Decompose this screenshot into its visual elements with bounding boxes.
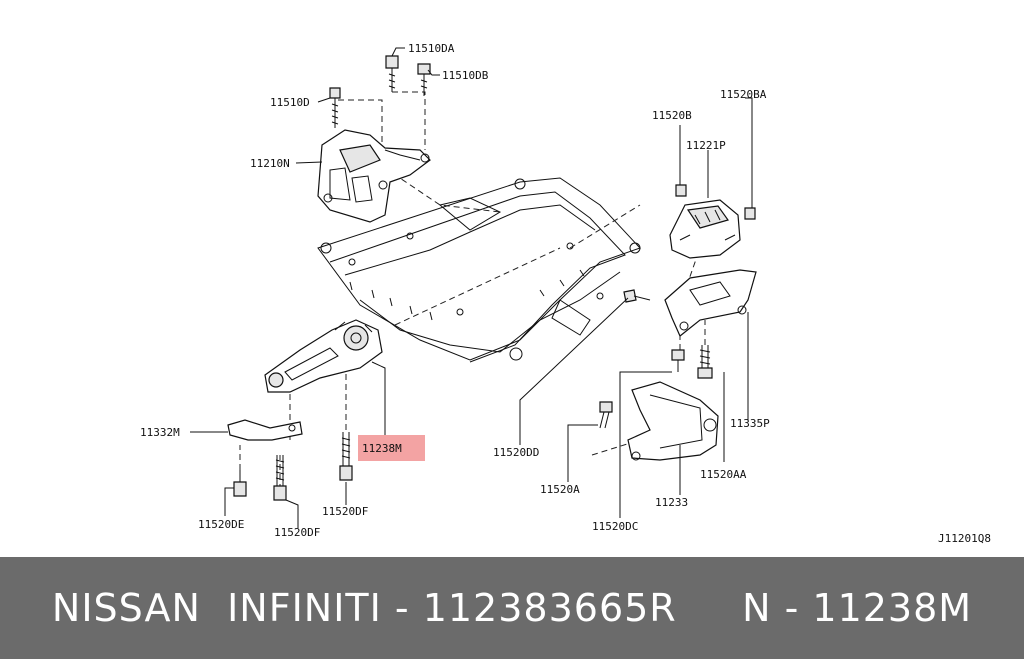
callout-11520DC: 11520DC <box>592 520 638 533</box>
bracket-11335P <box>664 269 757 337</box>
callout-11238M: 11238M <box>362 442 402 455</box>
callout-11520AA: 11520AA <box>700 468 747 481</box>
subframe-drawing <box>317 177 641 363</box>
engine-mount-11210N <box>317 129 431 223</box>
callout-11510DB: 11510DB <box>442 69 489 82</box>
callout-11520A: 11520A <box>540 483 580 496</box>
bolt-11520DE <box>233 470 247 497</box>
part-highlight <box>358 435 425 461</box>
mount-insulator-11221P <box>669 199 741 259</box>
nut-11520DC <box>671 349 685 372</box>
callout-11520DF-center: 11520DF <box>322 505 368 518</box>
callout-11510DA: 11510DA <box>408 42 455 55</box>
nut-11520BA <box>744 207 756 220</box>
callout-labels[interactable]: 11510DA 11510DB 11510D 11210N 11520B 115… <box>140 42 770 539</box>
callout-11520B: 11520B <box>652 109 692 122</box>
bolt-11520DD <box>623 289 651 303</box>
callout-11332M: 11332M <box>140 426 180 439</box>
nut-11520B <box>675 184 687 197</box>
bolt-11520DF-center <box>339 432 353 481</box>
callout-11510D: 11510D <box>270 96 310 109</box>
callout-11520DE: 11520DE <box>198 518 244 531</box>
drawing-code: J11201Q8 <box>938 532 991 545</box>
footer-bar: NISSAN INFINITI - 112383665R N - 11238M <box>0 557 1024 659</box>
callout-11233: 11233 <box>655 496 688 509</box>
callout-11520BA: 11520BA <box>720 88 767 101</box>
callout-11221P: 11221P <box>686 139 726 152</box>
callout-11210N: 11210N <box>250 157 290 170</box>
bracket-11233 <box>627 381 719 461</box>
torque-rod-11238M <box>264 319 383 393</box>
parts-diagram: 11510DA 11510DB 11510D 11210N 11520B 115… <box>140 42 991 545</box>
bolt-11510D <box>329 87 341 128</box>
part-number-caption: NISSAN INFINITI - 112383665R N - 11238M <box>51 586 973 630</box>
guide-lines <box>239 91 706 490</box>
bolt-11520AA <box>697 345 713 379</box>
callout-11335P: 11335P <box>730 417 770 430</box>
bolt-11510DA <box>385 55 399 92</box>
bolt-11520A <box>599 401 613 429</box>
leader-lines <box>190 47 753 528</box>
callout-11520DD: 11520DD <box>493 446 539 459</box>
callout-11520DF-left: 11520DF <box>274 526 320 539</box>
bracket-11332M <box>227 419 303 441</box>
bolt-11510DB <box>417 63 431 96</box>
bolt-11520DF-left <box>273 455 287 501</box>
